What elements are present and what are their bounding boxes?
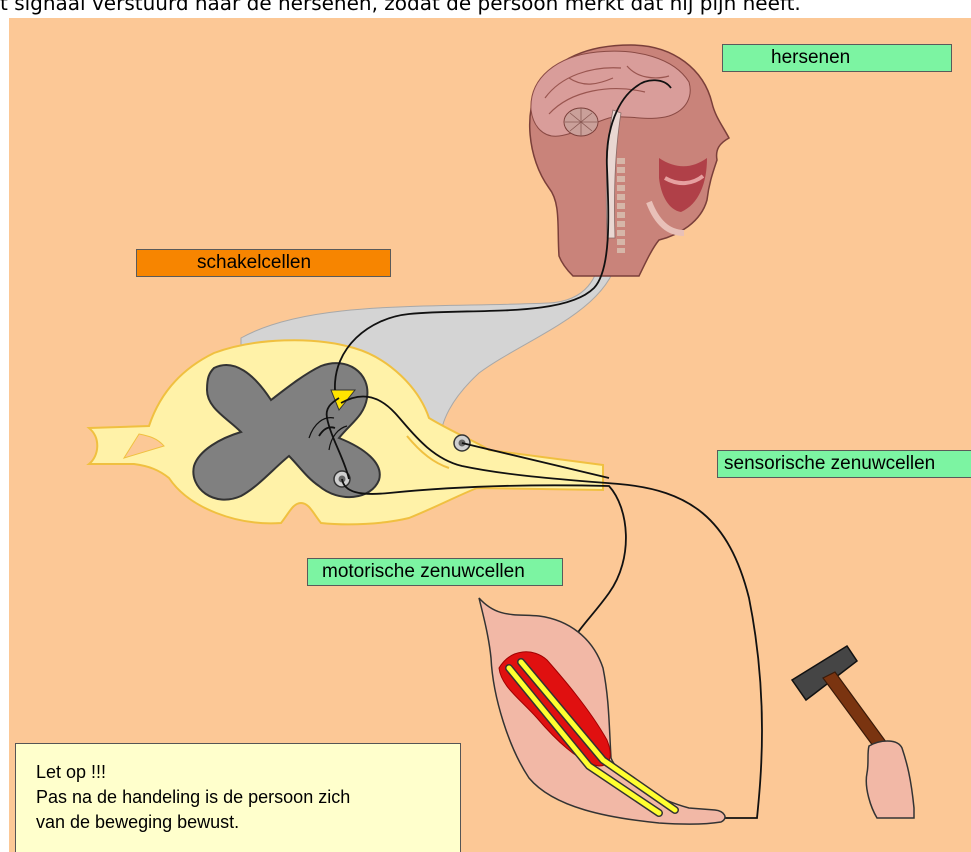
hersenen-label: hersenen [722, 44, 952, 72]
note-box: Let op !!! Pas na de handeling is de per… [15, 743, 461, 852]
sensorische-zenuwcellen-label: sensorische zenuwcellen [717, 450, 971, 478]
note-line-1: Let op !!! [36, 760, 460, 785]
motorische-zenuwcellen-label: motorische zenuwcellen [307, 558, 563, 586]
hammer-icon [792, 646, 914, 818]
reflex-diagram-panel: hersenen schakelcellen sensorische zenuw… [9, 18, 971, 852]
caption-text: t signaal verstuurd naar de hersenen, zo… [0, 0, 971, 18]
note-line-2: Pas na de handeling is de persoon zich [36, 785, 460, 810]
head-cross-section-icon [530, 45, 729, 276]
spinal-cord-icon [89, 340, 603, 524]
arm-icon [479, 598, 725, 824]
reflex-diagram [9, 18, 971, 852]
schakelcellen-label: schakelcellen [136, 249, 391, 277]
note-line-3: van de beweging bewust. [36, 810, 460, 835]
